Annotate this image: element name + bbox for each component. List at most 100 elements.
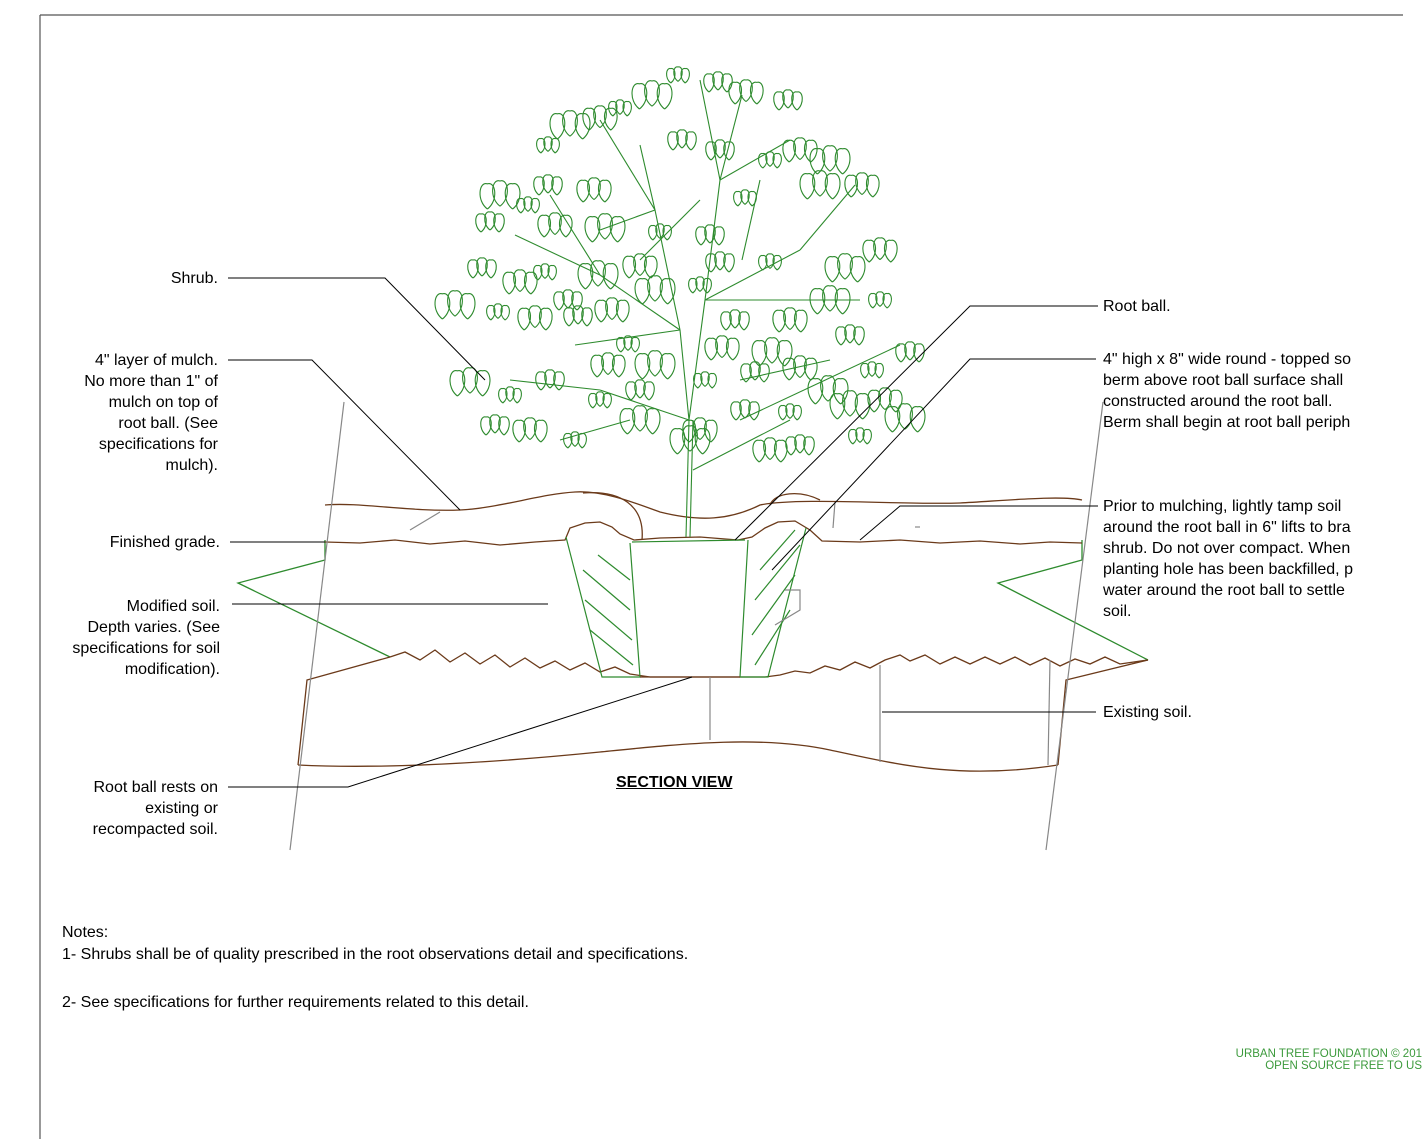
leaf-cluster	[533, 263, 557, 281]
callout-line: Berm shall begin at root ball periph	[1103, 414, 1351, 431]
callout-berm: 4" high x 8" wide round - topped so berm…	[1103, 349, 1403, 433]
leaf-cluster	[498, 386, 522, 404]
callout-finished-grade: Finished grade.	[20, 532, 220, 553]
leaf-cluster	[751, 337, 793, 367]
leaf-cluster	[563, 305, 593, 327]
leaf-cluster	[835, 324, 865, 346]
callout-line: Root ball.	[1103, 298, 1171, 315]
callout-mulch: 4" layer of mulch. No more than 1" of mu…	[20, 350, 218, 476]
leaf-cluster	[860, 361, 884, 379]
sheet-frame	[39, 14, 1403, 1139]
leaf-cluster	[590, 352, 626, 378]
leaf-cluster	[758, 253, 782, 271]
leaf-cluster	[467, 257, 497, 279]
leaf-cluster	[895, 341, 925, 363]
callout-line: 4" layer of mulch.	[94, 352, 218, 369]
existing-soil-lines	[297, 491, 1149, 772]
leaf-cluster	[648, 223, 672, 241]
callout-line: 4" high x 8" wide round - topped so	[1103, 351, 1351, 368]
leaf-cluster	[517, 305, 553, 331]
leaf-cluster	[616, 335, 640, 353]
callout-line: Finished grade.	[109, 534, 220, 551]
callout-line: Root ball rests on	[93, 779, 218, 796]
leaf-cluster	[693, 371, 717, 389]
leaf-cluster	[704, 335, 740, 361]
callout-existing-soil: Existing soil.	[1103, 702, 1403, 723]
leaf-cluster	[752, 437, 788, 463]
leaf-cluster	[634, 275, 676, 305]
callout-line: root ball. (See	[118, 415, 218, 432]
leaf-cluster	[809, 145, 851, 175]
note-item: 1- Shrubs shall be of quality prescribed…	[62, 946, 689, 963]
notes-heading: Notes:	[62, 924, 109, 941]
leaf-cluster	[563, 431, 587, 449]
leaf-cluster	[785, 434, 815, 456]
callout-line: Modified soil.	[126, 598, 220, 615]
notes-block: Notes: 1- Shrubs shall be of quality pre…	[62, 922, 688, 1014]
leaf-cluster	[549, 110, 591, 140]
callout-line: specifications for	[98, 436, 218, 453]
leaf-cluster	[829, 390, 871, 420]
callout-line: water around the root ball to settle	[1103, 582, 1345, 599]
leaf-cluster	[634, 350, 676, 380]
callout-root-ball: Root ball.	[1103, 296, 1403, 317]
callout-line: modification).	[124, 661, 220, 678]
leaf-cluster	[584, 213, 626, 243]
leaf-cluster	[862, 237, 898, 263]
leaf-cluster	[782, 137, 818, 163]
dimension-lines	[289, 401, 1104, 851]
leaf-cluster	[536, 136, 560, 154]
leaf-cluster	[868, 291, 892, 309]
planting-pit-outline	[236, 540, 1149, 661]
leaf-cluster	[848, 427, 872, 445]
callout-prior-mulching: Prior to mulching, lightly tamp soil aro…	[1103, 496, 1403, 622]
callout-line: constructed around the root ball.	[1103, 393, 1333, 410]
credit-line: OPEN SOURCE FREE TO US	[1265, 1060, 1422, 1072]
callout-line: recompacted soil.	[92, 821, 218, 838]
leaf-cluster	[516, 196, 540, 214]
leaf-cluster	[778, 403, 802, 421]
callout-line: shrub. Do not over compact. When	[1103, 540, 1351, 557]
leaf-cluster	[807, 375, 849, 405]
leaf-cluster	[667, 129, 697, 151]
leaf-cluster	[502, 269, 538, 295]
leaf-cluster	[486, 303, 510, 321]
leaf-cluster	[688, 276, 712, 294]
leaf-cluster	[809, 285, 851, 315]
leaf-cluster	[799, 170, 841, 200]
leaf-cluster	[535, 369, 565, 391]
leaf-cluster	[533, 174, 563, 196]
leaf-cluster	[553, 289, 583, 311]
leaf-cluster	[844, 172, 880, 198]
callout-line: existing or	[145, 800, 218, 817]
callout-line: Depth varies. (See	[87, 619, 220, 636]
leaf-cluster	[695, 224, 725, 246]
leaf-cluster	[576, 177, 612, 203]
note-item: 2- See specifications for further requir…	[62, 994, 529, 1011]
leaf-cluster	[582, 105, 618, 131]
leaf-cluster	[669, 425, 711, 455]
callout-root-ball-rests: Root ball rests on existing or recompact…	[20, 777, 218, 840]
leaf-cluster	[740, 361, 770, 383]
leaf-cluster	[537, 212, 573, 238]
leaf-cluster	[758, 151, 782, 169]
root-ball	[565, 527, 807, 678]
callout-line: Existing soil.	[1103, 704, 1192, 721]
callout-line: soil.	[1103, 603, 1132, 620]
leaf-cluster	[449, 367, 491, 397]
leaf-cluster	[512, 417, 548, 443]
leaf-cluster	[733, 189, 757, 207]
leaf-cluster	[705, 139, 735, 161]
leaf-cluster	[705, 251, 735, 273]
leaf-cluster	[720, 309, 750, 331]
callout-line: Prior to mulching, lightly tamp soil	[1103, 498, 1342, 515]
leaf-cluster	[594, 297, 630, 323]
callout-line: around the root ball in 6" lifts to bra	[1103, 519, 1351, 536]
callout-line: mulch).	[165, 457, 218, 474]
callout-shrub: Shrub.	[60, 268, 218, 289]
leaf-cluster	[577, 260, 619, 290]
callout-line: mulch on top of	[108, 394, 218, 411]
leaf-cluster	[772, 307, 808, 333]
leaf-cluster	[588, 391, 612, 409]
callout-line: Shrub.	[170, 270, 218, 287]
